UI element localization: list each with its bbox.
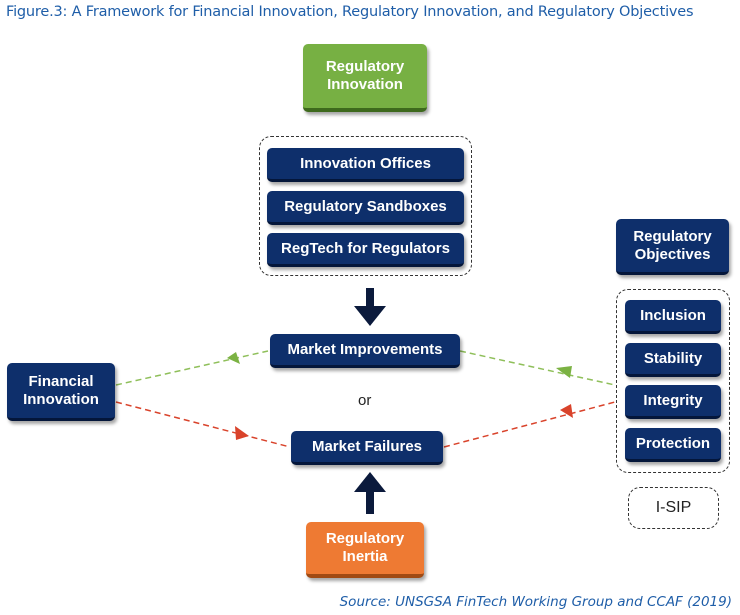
source-note: Source: UNSGSA FinTech Working Group and… — [339, 594, 732, 610]
up-arrow-icon — [354, 472, 386, 514]
market-improvements-box: Market Improvements — [270, 334, 460, 368]
stability-label: Stability — [643, 349, 703, 367]
green-arrowhead-right-icon — [556, 366, 572, 378]
protection-box: Protection — [625, 428, 721, 462]
regulatory-inertia-label: Regulatory Inertia — [325, 530, 405, 565]
regulatory-innovation-box: Regulatory Innovation — [303, 44, 427, 112]
figure-title: Figure.3: A Framework for Financial Inno… — [6, 4, 694, 20]
green-link-right — [459, 350, 616, 386]
integrity-box: Integrity — [625, 385, 721, 419]
market-failures-label: Market Failures — [311, 437, 423, 455]
green-link-left — [115, 350, 269, 386]
or-label: or — [358, 392, 372, 409]
regtech-for-regulators-label: RegTech for Regulators — [281, 239, 450, 257]
regulatory-tools-group — [259, 136, 472, 276]
red-arrowhead-left-icon — [235, 426, 249, 440]
market-improvements-label: Market Improvements — [287, 340, 443, 358]
isip-box: I-SIP — [628, 487, 719, 529]
financial-innovation-box: Financial Innovation — [7, 363, 115, 421]
integrity-label: Integrity — [643, 391, 703, 409]
red-link-right — [443, 401, 616, 448]
regulatory-sandboxes-box: Regulatory Sandboxes — [267, 191, 464, 225]
protection-label: Protection — [635, 434, 711, 452]
financial-innovation-label: Financial Innovation — [23, 372, 99, 408]
green-arrowhead-left-icon — [227, 352, 240, 364]
regulatory-inertia-box: Regulatory Inertia — [306, 522, 424, 578]
regulatory-objectives-box: Regulatory Objectives — [616, 219, 729, 275]
red-link-left — [115, 401, 291, 448]
down-arrow-icon — [354, 288, 386, 326]
regulatory-sandboxes-label: Regulatory Sandboxes — [284, 197, 447, 215]
inclusion-label: Inclusion — [640, 306, 706, 324]
red-arrowhead-right-icon — [560, 404, 573, 418]
regtech-for-regulators-box: RegTech for Regulators — [267, 233, 464, 267]
inclusion-box: Inclusion — [625, 300, 721, 334]
regulatory-objectives-group — [616, 289, 730, 473]
regulatory-innovation-label: Regulatory Innovation — [325, 58, 405, 93]
market-failures-box: Market Failures — [291, 431, 443, 465]
stability-box: Stability — [625, 343, 721, 377]
innovation-offices-label: Innovation Offices — [300, 154, 431, 172]
regulatory-objectives-label: Regulatory Objectives — [633, 227, 712, 263]
innovation-offices-box: Innovation Offices — [267, 148, 464, 182]
